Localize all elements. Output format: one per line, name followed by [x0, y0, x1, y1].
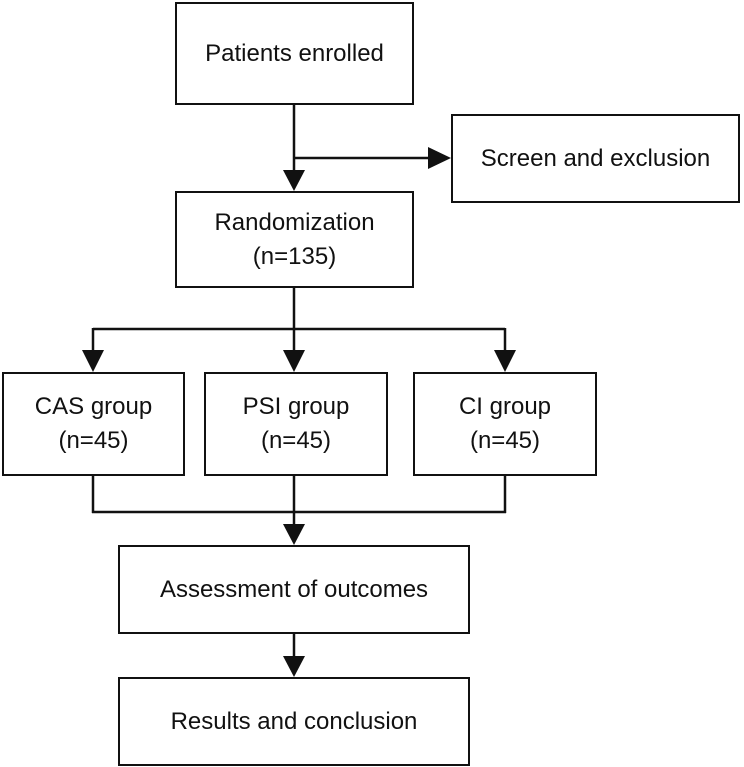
node-label: CI group: [458, 393, 552, 420]
arrowhead-cas: [82, 350, 104, 372]
arrowhead-randomization: [283, 170, 305, 191]
node-patients-enrolled: Patients enrolled: [175, 2, 414, 105]
node-screen-exclusion: Screen and exclusion: [451, 114, 740, 203]
node-count: (n=135): [252, 242, 337, 270]
arrowhead-assessment: [283, 524, 305, 545]
node-randomization: Randomization (n=135): [175, 191, 414, 288]
node-results: Results and conclusion: [118, 677, 470, 766]
node-label: CAS group: [34, 393, 153, 420]
node-label: Assessment of outcomes: [159, 575, 429, 603]
node-label: Randomization: [214, 208, 375, 236]
arrowhead-screen: [428, 147, 451, 169]
arrowhead-ci: [494, 350, 516, 372]
node-count: (n=45): [260, 427, 332, 454]
node-label: Screen and exclusion: [480, 144, 711, 172]
node-assessment: Assessment of outcomes: [118, 545, 470, 634]
node-label: Patients enrolled: [205, 39, 384, 67]
node-label: PSI group: [242, 393, 350, 420]
arrowhead-results: [283, 656, 305, 677]
node-ci-group: CI group (n=45): [413, 372, 597, 476]
node-psi-group: PSI group (n=45): [204, 372, 388, 476]
node-label: Results and conclusion: [170, 707, 418, 735]
node-cas-group: CAS group (n=45): [2, 372, 185, 476]
arrowhead-psi: [283, 350, 305, 372]
node-count: (n=45): [58, 427, 129, 454]
node-count: (n=45): [469, 427, 541, 454]
